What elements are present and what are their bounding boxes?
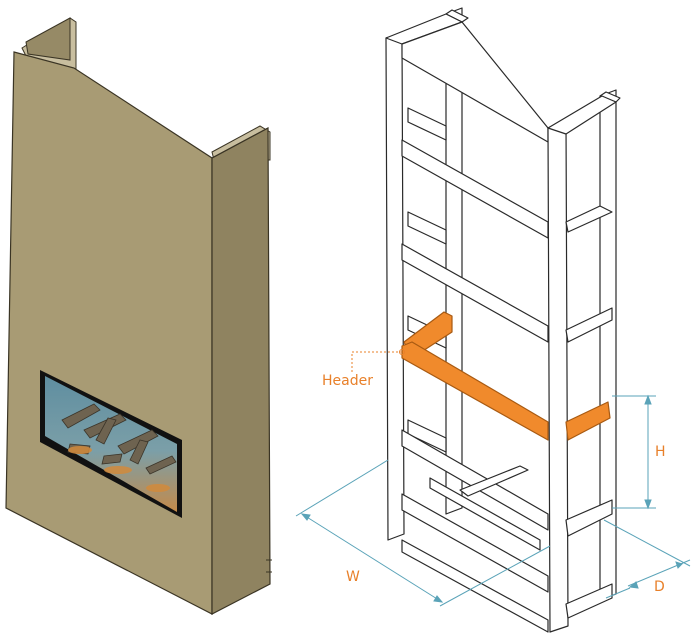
dimension-depth <box>603 519 691 599</box>
right-wall-rails <box>565 205 613 619</box>
post-front-left <box>385 33 405 541</box>
enclosure-inner-lip <box>25 17 71 61</box>
dimension-height <box>612 394 656 510</box>
depth-label: D <box>654 579 665 595</box>
post-front-right <box>547 121 569 633</box>
fireplace-window <box>40 370 182 518</box>
header-callout: Header <box>322 349 405 389</box>
enclosure-front-wall <box>5 51 213 615</box>
width-label: W <box>346 569 360 585</box>
header-beam-right-return <box>565 401 611 441</box>
header-label: Header <box>322 373 373 389</box>
finished-enclosure <box>5 17 272 615</box>
header-beam <box>401 311 611 441</box>
dimension-width <box>295 459 551 607</box>
window-glass <box>45 376 177 512</box>
base-rail-front <box>401 539 549 633</box>
height-label: H <box>655 444 666 460</box>
post-back-right <box>599 89 617 601</box>
header-beam-front <box>401 341 549 441</box>
framing-structure <box>385 7 621 633</box>
enclosure-side-wall <box>211 127 271 615</box>
